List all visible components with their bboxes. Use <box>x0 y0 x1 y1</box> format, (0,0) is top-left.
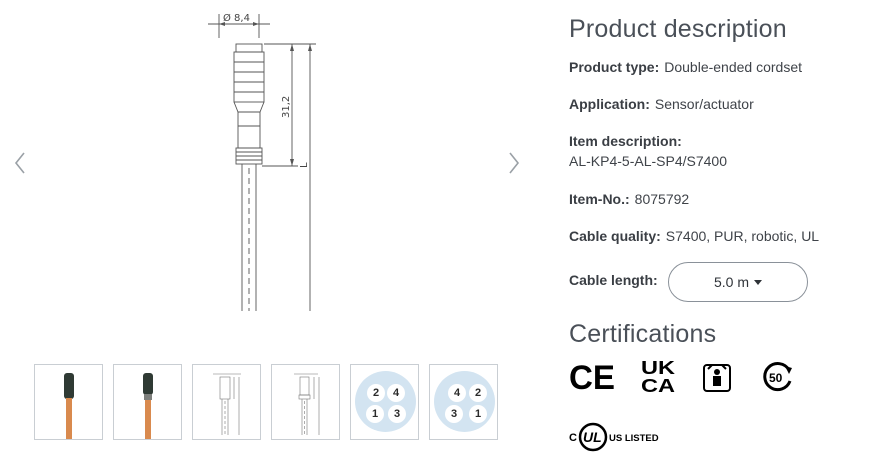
pin-label: 3 <box>445 405 463 423</box>
technical-drawing: Ø 8,4 31,2 L <box>208 12 316 311</box>
item-description-value: AL-KP4-5-AL-SP4/S7400 <box>569 153 727 169</box>
next-image-button[interactable] <box>502 148 526 178</box>
cul-us-listed-mark-icon: C UL US LISTED <box>569 422 659 452</box>
application-value: Sensor/actuator <box>654 96 754 112</box>
item-number-value: 8075792 <box>634 191 690 207</box>
drawing-preview <box>294 373 320 435</box>
svg-text:50: 50 <box>769 371 783 385</box>
item-number-label: Item-No.: <box>569 191 630 207</box>
application-row: Application:Sensor/actuator <box>569 94 754 114</box>
product-type-row: Product type:Double-ended cordset <box>569 57 802 77</box>
product-description-heading: Product description <box>569 15 787 43</box>
svg-text:C: C <box>569 432 577 444</box>
product-gallery: Ø 8,4 31,2 L <box>8 12 526 440</box>
cable-length-label: Cable length: <box>569 272 658 288</box>
cordset-photo <box>64 373 74 439</box>
svg-text:CA: CA <box>641 376 675 394</box>
cable-quality-value: S7400, PUR, robotic, UL <box>665 228 820 244</box>
diameter-label: Ø 8,4 <box>223 12 250 24</box>
thumbnail-drawing-2[interactable] <box>271 364 340 440</box>
pin-label: 2 <box>367 384 385 402</box>
item-description-label: Item description: <box>569 133 682 149</box>
svg-text:UK: UK <box>641 358 675 378</box>
chevron-left-icon <box>14 152 25 174</box>
cordset-photo <box>143 373 153 439</box>
thumbnail-drawing-1[interactable] <box>192 364 261 440</box>
thumbnail-photo-2[interactable] <box>113 364 182 440</box>
drawing-preview <box>213 373 241 435</box>
cable-quality-label: Cable quality: <box>569 228 661 244</box>
item-number-row: Item-No.:8075792 <box>569 189 689 209</box>
pin-label: 4 <box>387 384 405 402</box>
chevron-right-icon <box>509 152 520 174</box>
pin-label: 4 <box>448 384 466 402</box>
svg-text:US LISTED: US LISTED <box>609 433 659 444</box>
product-type-value: Double-ended cordset <box>664 59 802 75</box>
thumbnail-photo-1[interactable] <box>34 364 103 440</box>
height-label: 31,2 <box>281 96 292 118</box>
ce-mark-icon: CE <box>569 360 615 392</box>
svg-text:CE: CE <box>569 360 615 392</box>
cable-length-dropdown[interactable]: 5.0 m <box>668 262 808 302</box>
application-label: Application: <box>569 96 650 112</box>
50-year-efup-mark-icon: 50 <box>763 362 792 392</box>
caret-down-icon <box>754 280 762 285</box>
pin-label: 1 <box>366 405 384 423</box>
svg-text:UL: UL <box>583 429 602 445</box>
pin-label: 2 <box>469 384 487 402</box>
thumbnail-pinout-1[interactable]: 2 4 1 3 <box>350 364 419 440</box>
pin-label: 1 <box>469 405 487 423</box>
pinout-diagram: 2 4 1 3 <box>355 371 416 432</box>
pinout-diagram: 4 2 3 1 <box>434 371 495 432</box>
ev-mark-icon <box>703 364 731 392</box>
product-info-panel: Product description Product type:Double-… <box>569 0 869 459</box>
cable-quality-row: Cable quality:S7400, PUR, robotic, UL <box>569 226 819 246</box>
certifications-heading: Certifications <box>569 320 717 348</box>
previous-image-button[interactable] <box>8 148 32 178</box>
ukca-mark-icon: UK CA <box>641 358 675 394</box>
pin-label: 3 <box>388 405 406 423</box>
thumbnail-pinout-2[interactable]: 4 2 3 1 <box>429 364 498 440</box>
product-type-label: Product type: <box>569 59 660 75</box>
cable-length-value: 5.0 m <box>713 274 749 290</box>
length-label: L <box>299 162 310 168</box>
